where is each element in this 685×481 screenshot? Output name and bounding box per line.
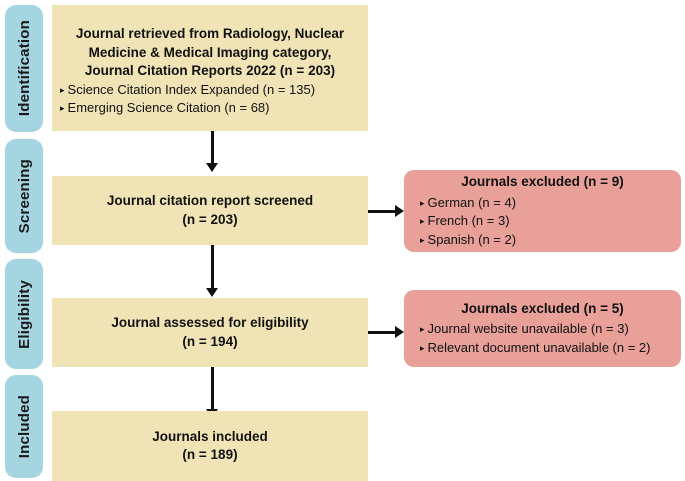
list-item-label: Science Citation Index Expanded (n = 135… (67, 81, 316, 97)
box-excluded-eligibility-bullets: ▸ Journal website unavailable (n = 3) ▸ … (412, 320, 673, 357)
stage-label-included: Included (15, 394, 33, 459)
triangle-bullet-icon: ▸ (60, 84, 65, 95)
stage-eligibility: Eligibility (5, 259, 43, 369)
box-excluded-eligibility-title: Journals excluded (n = 5) (461, 300, 624, 316)
list-item-label: Journal website unavailable (n = 3) (427, 321, 629, 337)
list-item: ▸ Emerging Science Citation (n = 68) (60, 99, 362, 117)
box-eligibility: Journal assessed for eligibility (n = 19… (52, 298, 368, 367)
list-item: ▸ French (n = 3) (420, 212, 667, 230)
stage-screening: Screening (5, 139, 43, 253)
list-item-label: Relevant document unavailable (n = 2) (427, 339, 651, 355)
box-screened: Journal citation report screened (n = 20… (52, 176, 368, 245)
list-item: ▸ Spanish (n = 2) (420, 231, 667, 249)
box-identification-bullets: ▸ Science Citation Index Expanded (n = 1… (52, 81, 368, 118)
list-item-label: Spanish (n = 2) (427, 231, 517, 247)
box-identification-line-2: Medicine & Medical Imaging category, (88, 44, 332, 60)
triangle-bullet-icon: ▸ (420, 342, 425, 353)
list-item: ▸ Science Citation Index Expanded (n = 1… (60, 81, 362, 99)
list-item: ▸ Journal website unavailable (n = 3) (420, 320, 667, 338)
box-screened-count: (n = 203) (182, 211, 238, 227)
box-excluded-eligibility: Journals excluded (n = 5) ▸ Journal webs… (404, 290, 681, 367)
box-included-count: (n = 189) (182, 447, 238, 462)
box-eligibility-count: (n = 194) (182, 333, 238, 349)
box-identification-line-3: Journal Citation Reports 2022 (n = 203) (84, 62, 336, 78)
triangle-bullet-icon: ▸ (420, 197, 425, 208)
box-identification: Journal retrieved from Radiology, Nuclea… (52, 5, 368, 131)
box-excluded-screening: Journals excluded (n = 9) ▸ German (n = … (404, 170, 681, 252)
triangle-bullet-icon: ▸ (420, 216, 425, 227)
triangle-bullet-icon: ▸ (420, 324, 425, 335)
stage-included: Included (5, 375, 43, 478)
stage-label-eligibility: Eligibility (15, 279, 33, 349)
list-item-label: Emerging Science Citation (n = 68) (67, 100, 270, 116)
list-item-label: French (n = 3) (427, 213, 510, 229)
box-included-title: Journals included (152, 428, 268, 444)
stage-label-identification: Identification (15, 20, 33, 117)
box-included: Journals included (n = 189) (52, 411, 368, 481)
list-item: ▸ German (n = 4) (420, 194, 667, 212)
box-excluded-screening-bullets: ▸ German (n = 4) ▸ French (n = 3) ▸ Span… (412, 194, 673, 249)
box-excluded-screening-title: Journals excluded (n = 9) (461, 174, 624, 190)
box-screened-title: Journal citation report screened (106, 193, 314, 209)
box-identification-line-1: Journal retrieved from Radiology, Nuclea… (75, 26, 345, 42)
triangle-bullet-icon: ▸ (420, 234, 425, 245)
list-item-label: German (n = 4) (427, 194, 517, 210)
stage-label-screening: Screening (15, 158, 33, 234)
box-eligibility-title: Journal assessed for eligibility (111, 315, 309, 331)
triangle-bullet-icon: ▸ (60, 103, 65, 114)
list-item: ▸ Relevant document unavailable (n = 2) (420, 339, 667, 357)
stage-identification: Identification (5, 5, 43, 132)
